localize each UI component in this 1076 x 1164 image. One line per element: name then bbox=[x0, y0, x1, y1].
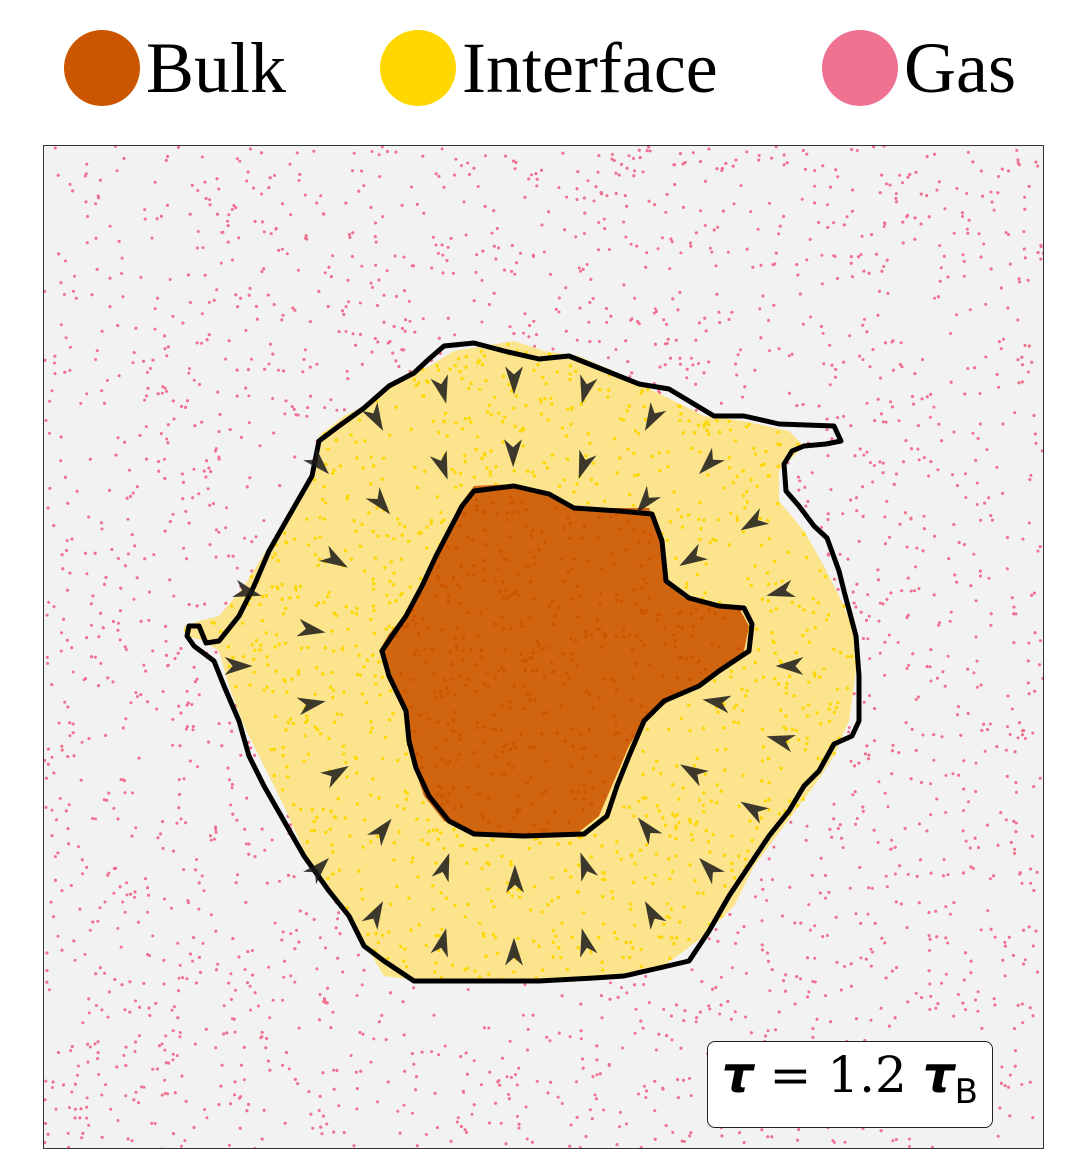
flow-arrow-icon bbox=[699, 857, 725, 885]
plot-area: τ = 1.2 τB bbox=[43, 145, 1044, 1149]
flow-arrow-icon bbox=[702, 695, 732, 714]
gas-swatch-icon bbox=[822, 30, 898, 106]
flow-arrow-icon bbox=[430, 374, 448, 404]
flow-arrows bbox=[224, 366, 804, 966]
flow-arrow-icon bbox=[505, 937, 523, 966]
annotation-tau: τ bbox=[721, 1046, 754, 1104]
flow-arrow-icon bbox=[644, 901, 667, 930]
particle-scatter bbox=[44, 146, 1043, 1148]
interface-swatch-icon bbox=[380, 30, 456, 106]
flow-arrow-icon bbox=[224, 657, 253, 675]
outer-contour bbox=[184, 340, 862, 984]
flow-arrow-icon bbox=[232, 579, 262, 597]
time-annotation: τ = 1.2 τB bbox=[706, 1041, 993, 1128]
flow-arrow-icon bbox=[367, 818, 392, 847]
flow-arrow-icon bbox=[766, 579, 796, 597]
flow-arrow-icon bbox=[699, 447, 725, 475]
inner-contour bbox=[379, 483, 755, 839]
flow-arrow-icon bbox=[303, 857, 329, 885]
bulk-particles bbox=[392, 488, 741, 835]
bulk-swatch-icon bbox=[64, 30, 140, 106]
flow-arrow-icon bbox=[636, 485, 661, 514]
flow-arrow-icon bbox=[365, 487, 391, 515]
flow-arrow-icon bbox=[504, 439, 522, 468]
flow-arrow-icon bbox=[430, 928, 448, 958]
legend-label-bulk: Bulk bbox=[146, 28, 287, 108]
annotation-subscript: B bbox=[954, 1072, 978, 1112]
flow-arrow-icon bbox=[320, 766, 349, 789]
annotation-tau-b: τ bbox=[922, 1046, 955, 1104]
flow-arrow-icon bbox=[580, 374, 598, 404]
flow-arrow-icon bbox=[680, 764, 709, 787]
legend-item-interface: Interface bbox=[380, 28, 718, 108]
flow-arrow-icon bbox=[429, 450, 448, 480]
flow-arrow-icon bbox=[296, 618, 326, 637]
flow-arrow-icon bbox=[506, 864, 524, 893]
legend-item-gas: Gas bbox=[822, 28, 1016, 108]
flow-arrow-icon bbox=[580, 928, 598, 958]
legend-label-interface: Interface bbox=[462, 28, 718, 108]
flow-arrow-icon bbox=[637, 817, 663, 845]
flow-arrow-icon bbox=[775, 657, 804, 675]
legend-label-gas: Gas bbox=[904, 28, 1016, 108]
flow-arrow-icon bbox=[578, 449, 597, 479]
flow-arrow-icon bbox=[740, 801, 770, 824]
annotation-value: = 1.2 bbox=[753, 1046, 923, 1104]
flow-arrow-icon bbox=[679, 543, 708, 566]
flow-arrow-icon bbox=[431, 853, 450, 883]
flow-arrow-icon bbox=[766, 735, 796, 753]
flow-arrow-icon bbox=[580, 852, 599, 882]
flow-arrow-icon bbox=[361, 402, 384, 431]
flow-arrow-icon bbox=[740, 508, 770, 531]
flow-arrow-icon bbox=[644, 402, 667, 431]
flow-arrow-icon bbox=[319, 545, 348, 568]
legend: Bulk Interface Gas bbox=[0, 0, 1076, 130]
flow-arrow-icon bbox=[505, 366, 523, 395]
bulk-region bbox=[379, 484, 749, 836]
flow-arrow-icon bbox=[361, 901, 384, 930]
legend-item-bulk: Bulk bbox=[64, 28, 286, 108]
flow-arrow-icon bbox=[303, 447, 329, 475]
flow-arrow-icon bbox=[296, 697, 326, 716]
